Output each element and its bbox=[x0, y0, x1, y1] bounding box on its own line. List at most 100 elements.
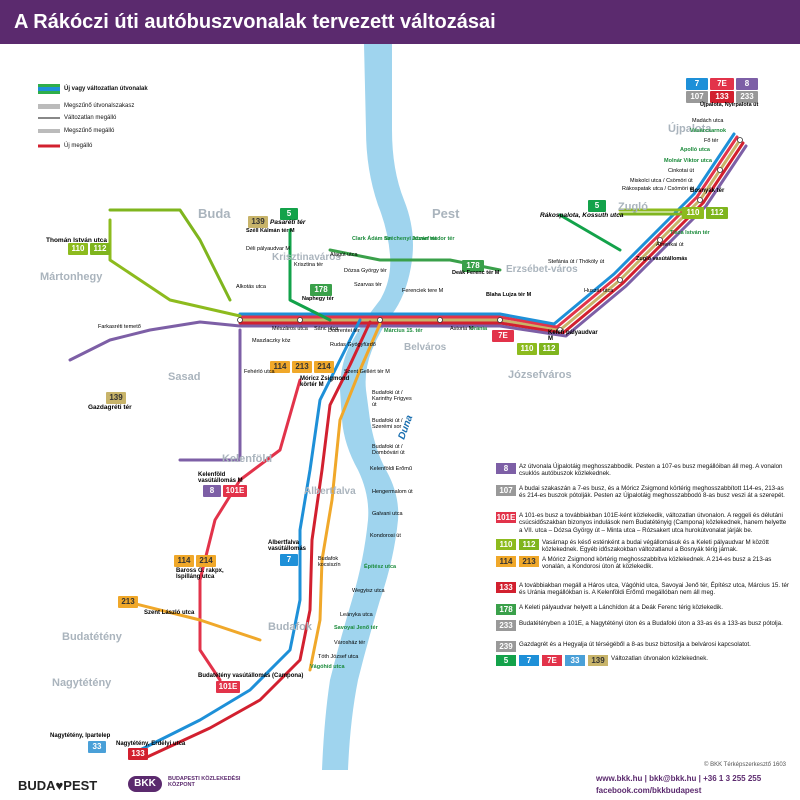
stop-wegyisz: Wegyisz utca bbox=[352, 588, 385, 594]
legend-badge-33: 33 bbox=[565, 655, 585, 666]
label-keleti: Keleti pályaudvar M bbox=[548, 330, 598, 342]
budapest-logo: BUDA♥PEST bbox=[18, 778, 98, 793]
label-nagyteteny-erdelyi: Nagytétény, Erdélyi utca bbox=[116, 741, 186, 747]
stop-alkotas: Alkotás utca bbox=[236, 284, 266, 290]
map-badge-101E-campona: 101E bbox=[216, 681, 240, 693]
stop-vasarcsarnok: Vásárcsarnok bbox=[690, 128, 727, 134]
stop-vagohid: Vágóhíd utca bbox=[310, 664, 345, 670]
map-badge-7E: 7E bbox=[492, 330, 514, 342]
map-badge-213-teteny: 213 bbox=[118, 596, 138, 608]
stop-miskolci: Miskolci utca / Csömöri út bbox=[630, 178, 693, 184]
stop-krisztina: Krisztina tér bbox=[294, 262, 324, 268]
district-kelenfold: Kelenföld bbox=[222, 453, 272, 465]
web-link[interactable]: www.bkk.hu bbox=[596, 774, 643, 783]
map-badge-33: 33 bbox=[88, 741, 106, 753]
map-badge-112: 112 bbox=[706, 207, 728, 219]
district-labels: Buda Pest Mártonhegy Sasad Kelenföld Kri… bbox=[40, 122, 712, 689]
label-nagyteteny-ipartelep: Nagytétény, Ipartelep bbox=[50, 733, 111, 739]
stop-feherlo: Fehérló utca bbox=[244, 369, 275, 375]
district-budafok: Budafok bbox=[268, 621, 313, 633]
stop-galvani: Galvani utca bbox=[372, 511, 403, 517]
stop-molnar: Molnár Viktor utca bbox=[664, 158, 712, 164]
label-moricz: Móricz Zsigmond körtér M bbox=[300, 376, 350, 388]
danube-river bbox=[322, 44, 413, 770]
map-badge-112-keleti: 112 bbox=[539, 343, 559, 355]
copyright: © BKK Térképszerkesztő 1603 bbox=[704, 762, 787, 768]
legend-badge-112: 112 bbox=[519, 539, 539, 550]
stop-sanc: Sánc utca bbox=[314, 326, 339, 332]
legend-badge-239: 239 bbox=[496, 641, 516, 652]
label-baross: Baross G. rakpx, Ispilláng utca bbox=[176, 568, 224, 580]
legend-badge-133: 133 bbox=[496, 582, 516, 593]
badge-7E: 7E bbox=[710, 78, 734, 90]
stop-deak: Deák Ferenc tér M bbox=[452, 270, 500, 276]
map-badge-139-gazdagret: 139 bbox=[106, 392, 126, 404]
stop-dobrentei: Dobrentei tér bbox=[328, 328, 360, 334]
map-key bbox=[38, 84, 60, 148]
map-badge-7-albertfalva: 7 bbox=[280, 554, 298, 566]
key-new-route: Új vagy változatlan útvonalak bbox=[64, 86, 148, 92]
district-buda: Buda bbox=[198, 206, 231, 221]
label-kelenfold: Kelenföld vasútállomás M bbox=[198, 472, 243, 484]
map-badge-5-zuglo: 5 bbox=[588, 200, 606, 212]
email-link[interactable]: bkk@bkk.hu bbox=[649, 774, 697, 783]
district-nagyteteny: Nagytétény bbox=[52, 677, 112, 689]
badge-7: 7 bbox=[686, 78, 708, 90]
map-badge-114: 114 bbox=[270, 361, 290, 373]
map-badge-214-budafok: 214 bbox=[196, 555, 216, 567]
stop-szechenyi: Széchenyi István tér bbox=[384, 236, 437, 242]
stop-apollo: Apolló utca bbox=[680, 147, 710, 153]
footer: BUDA♥PEST BKK BUDAPESTI KÖZLEKEDÉSI KÖZP… bbox=[0, 770, 800, 800]
legend-text-110-112: Vasárnap és késő esténként a budai végál… bbox=[542, 539, 769, 554]
key-discontinued-section: Megszűnő útvonalszakasz bbox=[64, 103, 135, 109]
legend-badge-233: 233 bbox=[496, 620, 516, 631]
map-badge-8: 8 bbox=[203, 485, 221, 497]
stop-maszlaczky: Maszlaczky köz bbox=[252, 338, 291, 344]
badge-133: 133 bbox=[710, 91, 734, 103]
key-discontinued-stop: Megszűnő megálló bbox=[64, 128, 115, 134]
stop-ferenciek: Ferenciek tere M bbox=[402, 288, 444, 294]
map-badge-213: 213 bbox=[292, 361, 312, 373]
stop-epitesz: Építész utca bbox=[364, 564, 397, 570]
map-badge-178: 178 bbox=[310, 284, 332, 296]
phone: +36 1 3 255 255 bbox=[703, 774, 762, 783]
badge-107: 107 bbox=[686, 91, 708, 103]
key-new-stop: Új megálló bbox=[64, 143, 93, 149]
legend-text-unchanged: Változatlan útvonalon közlekednek. bbox=[611, 655, 709, 662]
map-badge-112-west: 112 bbox=[90, 243, 110, 255]
facebook-link[interactable]: facebook.com/bkkbudapest bbox=[596, 786, 702, 795]
stop-naphegy: Naphegy tér bbox=[302, 296, 334, 302]
stop-eromu: Kelenföldi Erőmű bbox=[370, 466, 412, 472]
legend-badge-178: 178 bbox=[496, 604, 516, 615]
stop-leanyka: Leányka utca bbox=[340, 612, 373, 618]
stop-szeremi: Budafoki út / Szerémi sor bbox=[372, 418, 403, 430]
label-szent-laszlo: Szent László utca bbox=[144, 610, 195, 616]
map-badge-139: 139 bbox=[248, 216, 268, 228]
label-albertfalva: Albertfalva vasútállomás bbox=[268, 540, 307, 552]
legend-badge-7: 7 bbox=[519, 655, 539, 666]
legend-badge-213: 213 bbox=[519, 556, 539, 567]
legend-badge-107: 107 bbox=[496, 485, 516, 496]
key-changed-stop: Változatlan megálló bbox=[64, 115, 117, 121]
legend-text-107: A budai szakaszán a 7-es busz, és a Móri… bbox=[519, 485, 785, 500]
map-badge-178-pest: 178 bbox=[462, 260, 484, 272]
stop-madach: Madách utca bbox=[692, 118, 724, 124]
map-badge-214: 214 bbox=[314, 361, 334, 373]
badge-233: 233 bbox=[736, 91, 758, 103]
stop-clark: Clark Ádám tér bbox=[352, 236, 392, 242]
map-badge-110-west: 110 bbox=[68, 243, 88, 255]
label-thoman: Thomán István utca bbox=[46, 237, 108, 244]
stop-alagut: Alagút utca bbox=[330, 252, 358, 258]
bkk-logo: BKK bbox=[128, 776, 162, 792]
district-albertfalva: Albertfalva bbox=[304, 486, 356, 497]
map-badge-110-keleti: 110 bbox=[517, 343, 537, 355]
legend-badge-114: 114 bbox=[496, 556, 516, 567]
title-bar: A Rákóczi úti autóbuszvonalak tervezett … bbox=[0, 0, 800, 44]
